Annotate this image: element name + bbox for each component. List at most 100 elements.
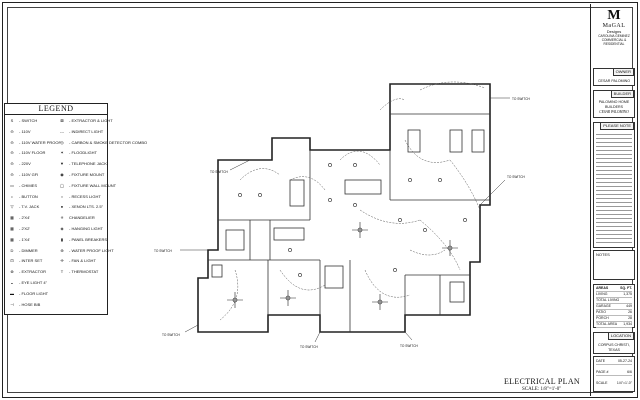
switch-label-4: TO SWITCH <box>210 170 229 174</box>
area-label: TOTAL LIVING <box>596 298 620 302</box>
scale-label: SCALE <box>596 381 608 385</box>
legend-label: - 110V GFI <box>19 172 39 177</box>
legend-label: - WATER PROOF LIGHT <box>69 247 114 253</box>
legend-item: T - THERMOSTAT <box>57 269 99 275</box>
legend-item: ⊣- HOSE BIB <box>7 302 40 307</box>
date-label: DATE <box>596 359 606 363</box>
company-name: MaGAL <box>602 23 626 29</box>
legend-symbol-icon: ▮ <box>60 236 64 242</box>
legend-item: •- BUTTON <box>7 194 38 199</box>
legend-item: ⊖- 110V FLOOR <box>7 150 45 155</box>
legend-symbol-icon: ◒ <box>10 280 14 285</box>
legend-label: - FLOODLIGHT <box>69 150 98 156</box>
notes-empty-box: NOTES <box>593 250 635 280</box>
legend-symbol-icon: ✶ <box>60 150 64 156</box>
legend-item: ⊖ - 110V GFI <box>7 172 38 177</box>
areas-unit: SQ. FT. <box>620 286 632 290</box>
area-row: PORCH 28 <box>596 316 632 322</box>
area-label: TOTAL AREA <box>596 322 618 326</box>
legend-symbol-icon: ▦ <box>10 226 14 231</box>
area-value: 1,375 <box>623 292 632 296</box>
area-label: PATIO <box>596 310 606 314</box>
area-value: 28 <box>628 316 632 320</box>
legend-symbol-icon: ◈ <box>60 226 64 231</box>
area-value: 1,934 <box>623 322 632 326</box>
legend-title: LEGEND <box>5 104 107 115</box>
legend-label: - FIXTURE MOUNT <box>69 172 105 177</box>
area-label: PORCH <box>596 316 609 320</box>
company-designs: Designs <box>606 29 622 34</box>
legend-label: - BUTTON <box>19 193 38 199</box>
legend-symbol-icon: ▦ <box>10 215 14 221</box>
legend-symbol-icon: ✳ <box>60 215 64 221</box>
legend-item: ▦- 1'X4' <box>7 237 30 242</box>
legend-item: ▽ - T.V. JACK <box>7 204 39 209</box>
date-value: 05-27-24 <box>617 359 632 363</box>
legend-item: ▼ - TELEPHONE JACK <box>57 161 107 166</box>
legend-symbol-icon: ⊖ <box>10 172 14 177</box>
owner-tab: OWNER <box>612 68 634 76</box>
areas-header: AREAS SQ. FT. <box>596 286 632 292</box>
legend-label: - T.V. JACK <box>19 204 40 210</box>
location-tab: LOCATION <box>607 332 634 340</box>
legend-item: ◎- CARBON & SMOKE DETECTOR COMBO <box>57 140 147 145</box>
switch-label-5: TO SWITCH <box>162 333 181 337</box>
area-row: TOTAL AREA 1,934 <box>596 322 632 328</box>
legend-label: - HANGING LIGHT <box>69 226 104 231</box>
legend-symbol-icon: S <box>10 118 14 123</box>
location-box: LOCATION CORPUS CHRISTI, TEXAS <box>593 332 635 354</box>
area-value: 449 <box>626 304 632 308</box>
legend-label: - 110V WATER PROOF <box>19 139 61 145</box>
legend-label: - 110V <box>19 128 31 134</box>
company-subtitle: CAROLINA GEMINEZ COMMERCIAL & RESIDENTIA… <box>598 34 630 46</box>
area-label: GARAGE <box>596 304 611 308</box>
legend-symbol-icon: ⊕ <box>60 247 64 253</box>
legend-symbol-icon: ▦ <box>10 236 14 242</box>
legend-symbol-icon: ◯ <box>59 182 65 188</box>
legend-symbol-icon: ▼ <box>60 161 64 167</box>
legend-label: - INDIRECT LIGHT <box>69 128 104 134</box>
legend-symbol-icon: ⊠ <box>60 118 64 123</box>
legend-item: ⊗ - EXTRACTOR <box>7 269 46 274</box>
legend-symbol-icon: ⊡ <box>10 258 14 264</box>
legend-item: ✶ - FLOODLIGHT <box>57 150 97 155</box>
legend-symbol-icon: ▽ <box>10 204 14 210</box>
legend-item: ▦ - 2'X2' <box>7 226 30 231</box>
owner-box: OWNER CESAR PALOMINO <box>593 68 635 86</box>
legend-symbol-icon: T <box>60 269 64 275</box>
legend-item: ○- RECESS LIGHT <box>57 194 101 199</box>
switch-label-7: TO SWITCH <box>300 345 319 349</box>
company-logo: M MaGAL Designs CAROLINA GEMINEZ COMMERC… <box>593 6 635 58</box>
switch-label-1: TO SWITCH <box>512 97 531 101</box>
builder-signature: CESAR PALOMINO <box>599 110 629 114</box>
legend-item: ⊖- 110V <box>7 128 31 134</box>
legend-symbol-icon: ● <box>60 204 64 210</box>
legend-item: ⊕ - WATER PROOF LIGHT <box>57 247 114 253</box>
legend-label: - TELEPHONE JACK <box>69 161 107 167</box>
legend-label: - THERMOSTAT <box>69 269 99 275</box>
legend-label: - EYE LIGHT 4" <box>19 280 48 285</box>
page-value: 6/6 <box>627 370 632 374</box>
scale-value: 1/4"=1'-0" <box>616 381 632 385</box>
legend-label: - FLOOR LIGHT <box>19 290 49 296</box>
legend-item: ◯- FIXTURE WALL MOUNT <box>57 183 116 188</box>
notes-text-lines <box>596 131 632 245</box>
plan-scale: SCALE: 1/8"=1'-0" <box>522 387 562 392</box>
legend-label: - 220V <box>19 161 31 167</box>
legend-label: - HOSE BIB <box>19 301 41 307</box>
legend-item: ✢- FAN & LIGHT <box>57 258 96 263</box>
logo-mark: M <box>607 8 621 23</box>
legend-label: - EXTRACTOR <box>19 269 47 275</box>
legend-symbol-icon: ◎ <box>60 139 64 145</box>
legend-symbol-icon: ⊖ <box>10 139 14 145</box>
notes-label: NOTES <box>596 252 610 257</box>
scale-row: SCALE 1/4"=1'-0" <box>596 381 632 386</box>
legend-label: - 2'X2' <box>19 226 31 231</box>
legend-symbol-icon: ○ <box>60 193 64 199</box>
legend-label: - FAN & LIGHT <box>69 258 96 264</box>
legend-item: ◉- FIXTURE MOUNT <box>57 172 104 177</box>
legend-label: - SWITCH <box>19 118 38 123</box>
legend-symbol-icon: ⊗ <box>10 269 14 275</box>
